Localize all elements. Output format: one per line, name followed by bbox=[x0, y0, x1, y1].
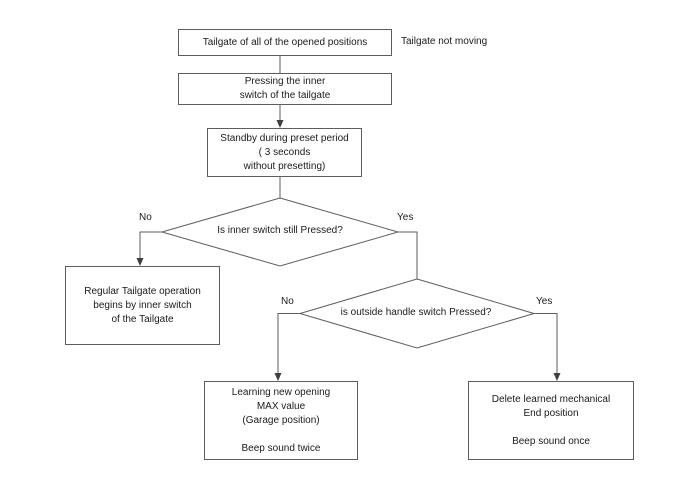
node-delete-mechanical-end-position: Delete learned mechanical End position B… bbox=[468, 381, 634, 460]
connector-decision2-no bbox=[277, 313, 300, 374]
node-press-inner-switch: Pressing the inner switch of the tailgat… bbox=[178, 73, 392, 105]
branch-label-yes-1: Yes bbox=[397, 212, 414, 223]
node-start-opened-positions: Tailgate of all of the opened positions bbox=[178, 29, 392, 56]
side-note-tailgate-not-moving: Tailgate not moving bbox=[401, 36, 488, 47]
decision-outside-handle-question: is outside handle switch Pressed? bbox=[340, 307, 492, 318]
decision-inner-switch-diamond bbox=[160, 197, 400, 267]
connector-decision2-yes bbox=[534, 313, 558, 374]
node-regular-tailgate-operation: Regular Tailgate operation begins by inn… bbox=[65, 266, 220, 345]
arrowhead-into-standby bbox=[276, 120, 284, 128]
arrowhead-into-learn-max bbox=[274, 373, 282, 381]
arrowhead-into-delete-end bbox=[553, 373, 561, 381]
branch-label-yes-2: Yes bbox=[536, 296, 553, 307]
node-standby-preset-period: Standby during preset period ( 3 seconds… bbox=[207, 128, 362, 177]
node-learning-new-max-value: Learning new opening MAX value (Garage p… bbox=[204, 381, 358, 460]
branch-label-no-1: No bbox=[139, 212, 152, 223]
branch-label-no-2: No bbox=[281, 296, 294, 307]
connector-decision1-no bbox=[139, 231, 162, 259]
arrowhead-into-regular bbox=[136, 258, 144, 266]
decision-inner-switch-question: Is inner switch still Pressed? bbox=[217, 225, 343, 236]
decision-outside-handle-diamond bbox=[298, 278, 536, 349]
connector-decision1-yes bbox=[398, 231, 418, 279]
